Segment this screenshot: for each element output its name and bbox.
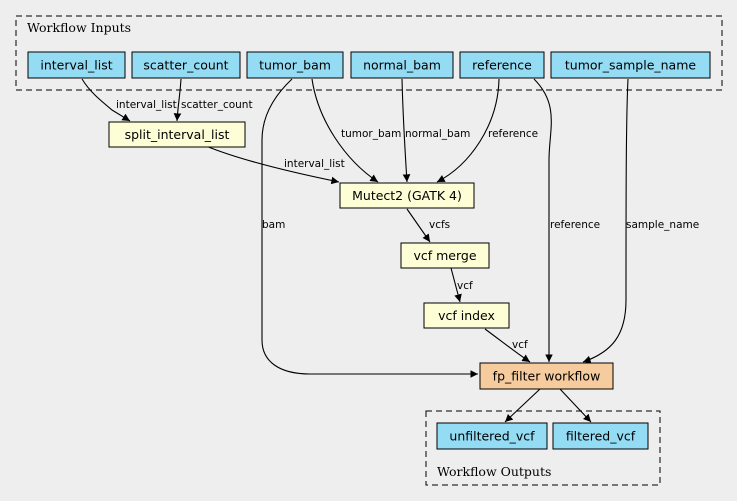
output-node-filtered-vcf[interactable]: filtered_vcf xyxy=(552,422,649,450)
workflow-inputs-cluster xyxy=(15,15,723,91)
node-label: fp_filter workflow xyxy=(493,369,601,384)
edge-normal-to-mutect xyxy=(401,78,411,183)
node-label: tumor_sample_name xyxy=(565,58,696,73)
edge-label-reference: reference xyxy=(488,128,538,140)
edge-mutect-to-merge xyxy=(406,208,431,243)
input-node-scatter-count[interactable]: scatter_count xyxy=(131,51,241,79)
subworkflow-node-fp-filter[interactable]: fp_filter workflow xyxy=(479,362,614,390)
node-label: reference xyxy=(472,58,532,73)
edge-label-tumor-bam: tumor_bam xyxy=(341,128,401,140)
edge-label-sample-name: sample_name xyxy=(626,219,699,231)
edge-label-merge-vcf: vcf xyxy=(457,280,473,292)
edge-tumor-to-fp xyxy=(261,78,478,378)
node-label: split_interval_list xyxy=(125,127,230,142)
edge-label-reference-fp: reference xyxy=(550,219,600,231)
edge-tumor-to-mutect xyxy=(311,78,379,183)
node-label: vcf merge xyxy=(413,248,476,263)
edge-index-to-fp xyxy=(484,328,531,363)
node-label: filtered_vcf xyxy=(566,429,636,444)
edge-label-bam: bam xyxy=(262,219,285,231)
edge-label-vcfs: vcfs xyxy=(429,219,450,231)
edge-fp-to-filtered xyxy=(559,388,592,423)
input-node-reference[interactable]: reference xyxy=(459,51,545,79)
node-label: unfiltered_vcf xyxy=(449,429,535,444)
input-node-tumor-sample-name[interactable]: tumor_sample_name xyxy=(550,51,711,79)
node-label: tumor_bam xyxy=(259,58,331,73)
task-node-split-interval-list[interactable]: split_interval_list xyxy=(108,121,246,148)
node-label: interval_list xyxy=(40,58,112,73)
input-node-interval-list[interactable]: interval_list xyxy=(27,51,126,79)
output-node-unfiltered-vcf[interactable]: unfiltered_vcf xyxy=(436,422,548,450)
task-node-vcf-index[interactable]: vcf index xyxy=(423,302,510,329)
node-label: scatter_count xyxy=(143,58,228,73)
workflow-outputs-label: Workflow Outputs xyxy=(437,464,551,479)
edge-split-to-mutect xyxy=(205,145,340,185)
task-node-mutect2[interactable]: Mutect2 (GATK 4) xyxy=(339,182,475,209)
edge-merge-to-index xyxy=(450,267,462,303)
edge-reference-to-fp xyxy=(533,78,553,362)
edge-interval-list-to-split xyxy=(81,78,131,122)
input-node-tumor-bam[interactable]: tumor_bam xyxy=(246,51,344,79)
node-label: Mutect2 (GATK 4) xyxy=(352,188,462,203)
edges: interval_list scatter_count interval_lis… xyxy=(81,78,699,423)
edge-sample-to-fp xyxy=(582,78,629,364)
edge-fp-to-unfiltered xyxy=(504,388,541,423)
workflow-inputs-label: Workflow Inputs xyxy=(27,20,131,35)
edge-label-interval-list: interval_list xyxy=(116,99,177,111)
task-node-vcf-merge[interactable]: vcf merge xyxy=(400,242,490,269)
edge-label-index-vcf: vcf xyxy=(512,339,528,351)
edge-scatter-to-split xyxy=(173,78,182,122)
workflow-outputs-cluster xyxy=(425,410,661,486)
node-label: normal_bam xyxy=(363,58,441,73)
edge-label-scatter-count: scatter_count xyxy=(181,99,253,111)
edge-label-normal-bam: normal_bam xyxy=(405,128,470,140)
edge-label-split-interval-list: interval_list xyxy=(284,158,345,170)
node-label: vcf index xyxy=(438,308,495,323)
edge-reference-to-mutect xyxy=(436,78,500,183)
input-node-normal-bam[interactable]: normal_bam xyxy=(350,51,454,79)
